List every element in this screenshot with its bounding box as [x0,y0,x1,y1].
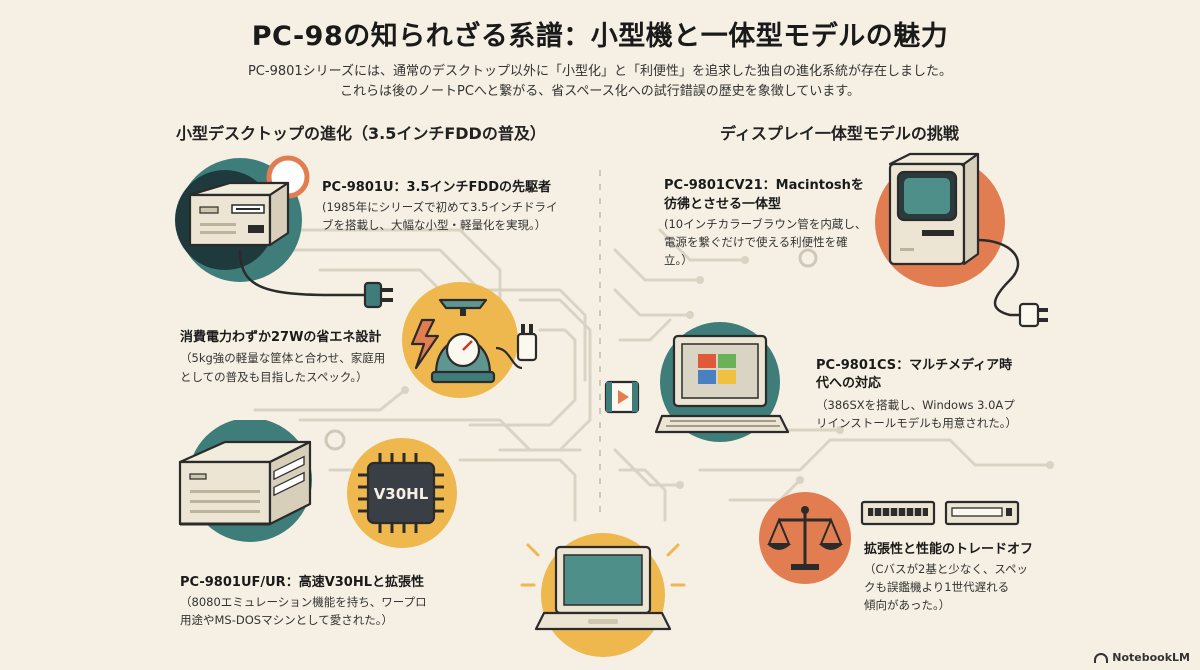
balance-scale-icon [759,492,851,584]
all-in-one-computer-icon [875,152,1048,328]
subtitle-line-2: これらは後のノートPCへと繋がる、省スペース化への試行錯誤の歴史を象徴しています… [339,84,861,99]
pc9801u-desc-line-2: ブを搭載し、大幅な小型・軽量化を実現。） [322,218,547,232]
tradeoff-title: 拡張性と性能のトレードオフ [864,542,1034,557]
chip-label: V30HL [374,485,429,503]
pc9801uf-title: PC-9801UF/UR：高速V30HLと拡張性 [180,575,425,590]
pc-9801uf-desktop-icon [178,420,312,542]
power-desc-line-1: （5kg強の軽量な筐体と合わせ、家庭用 [180,351,386,365]
subtitle-line-1: PC-9801シリーズには、通常のデスクトップ以外に「小型化」と「利便性」を追求… [247,64,953,79]
power-title: 消費電力わずか27Wの省エネ設計 [180,330,382,345]
pc9801cv21-title-line-1: PC-9801CV21：Macintoshを [664,178,864,193]
pc9801uf-desc-line-2: 用途やMS-DOSマシンとして愛された。） [180,613,393,627]
pc9801uf-desc-line-1: （8080エミュレーション機能を持ち、ワープロ [180,595,427,609]
lightning-icon [410,318,440,370]
notebooklm-logo-icon [1094,652,1109,663]
kitchen-scale-icon [402,282,538,398]
power-plug-icon [363,281,393,309]
pc9801cs-title-line-1: PC-9801CS：マルチメディア時 [816,358,1013,373]
right-section-title: ディスプレイ一体型モデルの挑戦 [720,124,959,143]
pc9801u-title: PC-9801U：3.5インチFDDの先駆者 [322,180,551,195]
power-plug-icon [1018,302,1048,328]
power-plug-icon [516,324,538,362]
power-desc-line-2: としての普及も目指したスペック。） [180,370,368,384]
laptop-icon [520,533,686,657]
pc9801cs-desc-line-1: （386SXを搭載し、Windows 3.0Aプ [816,398,1015,412]
tradeoff-desc-line-3: 傾向があった。） [864,598,951,612]
brand-label: NotebookLM [1112,651,1190,664]
pc9801cv21-desc-line-3: 立。） [664,253,693,267]
pc9801cv21-title-line-2: 彷彿とさせる一体型 [664,197,782,212]
pc9801cv21-desc-line-1: (10インチカラーブラウン管を内蔵し、 [664,217,867,231]
pc9801cs-desc-line-2: リインストールモデルも用意された。） [816,416,1018,430]
pc9801u-desc-line-1: (1985年にシリーズで初めて3.5インチドライ [322,200,558,214]
left-section-title: 小型デスクトップの進化（3.5インチFDDの普及） [176,124,546,143]
pc9801cv21-desc-line-2: 電源を繋ぐだけで使える利便性を確 [664,235,848,249]
tradeoff-desc-line-2: クも誤鑑機より1世代遅れる [864,580,1010,594]
windows-pc-icon [654,322,790,442]
pc9801cs-title-line-2: 代への対応 [816,376,882,391]
expansion-card-icon [860,500,1020,526]
notebooklm-brand: NotebookLM [1094,651,1190,664]
tradeoff-desc-line-1: （Cバスが2基と少なく、スペッ [864,562,1029,576]
page-title: PC-98の知られざる系譜：小型機と一体型モデルの魅力 [251,21,949,52]
pc-9801u-desktop-icon [175,155,393,309]
v30hl-chip-icon: V30HL [347,438,457,548]
video-play-icon [604,380,640,414]
